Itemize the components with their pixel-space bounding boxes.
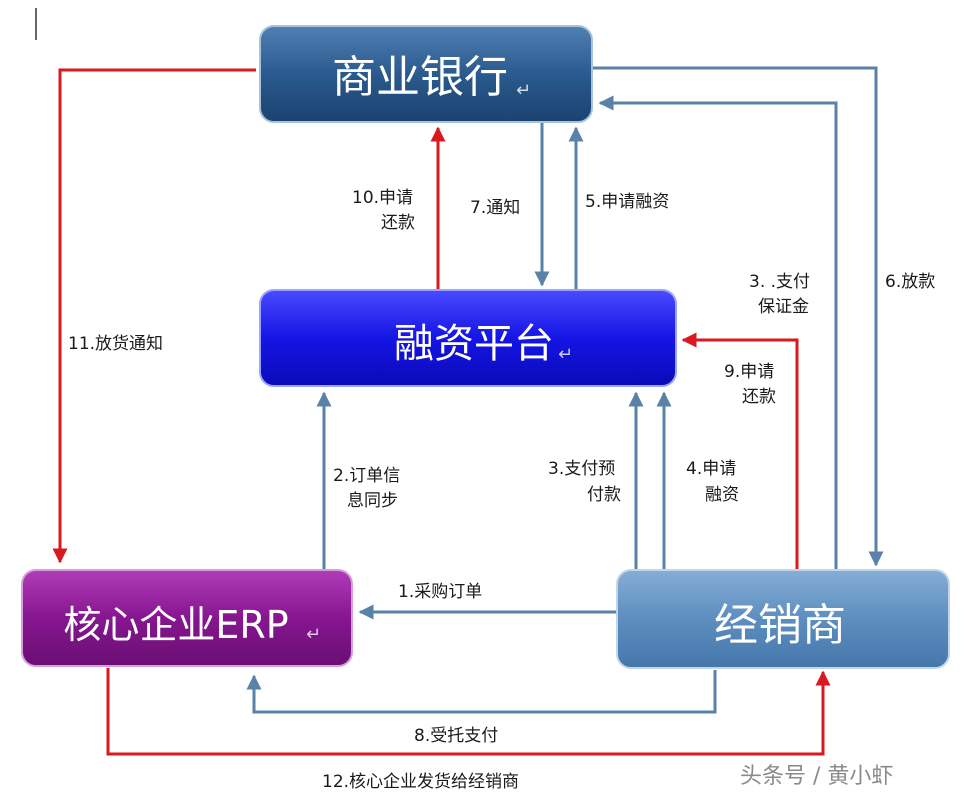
node-platform-label: 融资平台 <box>394 321 554 367</box>
edge-3a-label-2: 付款 <box>587 485 621 505</box>
edge-4-label-1: 4.申请 <box>686 459 736 479</box>
edge-2-label-1: 2.订单信 <box>333 466 400 486</box>
edge-3b-label-2: 保证金 <box>758 297 809 317</box>
edge-6-label: 6.放款 <box>885 272 935 292</box>
edge-11-label: 11.放货通知 <box>68 334 163 354</box>
node-dealer: 经销商 <box>616 569 950 669</box>
edge-12-line <box>106 668 831 756</box>
edge-7-label: 7.通知 <box>470 198 520 218</box>
node-dealer-box <box>616 569 950 669</box>
edge-3a-label-1: 3.支付预 <box>548 459 615 479</box>
edge-9-line <box>681 332 799 570</box>
edge-8-label: 8.受托支付 <box>414 726 498 746</box>
edge-2-label-2: 息同步 <box>347 491 398 511</box>
node-platform: 融资平台 ↵ <box>259 289 677 387</box>
edge-10-label-1: 10.申请 <box>352 188 413 208</box>
node-erp-label: 核心企业ERP <box>63 603 288 647</box>
node-erp: 核心企业ERP ↵ <box>21 569 353 667</box>
node-dealer-label: 经销商 <box>714 600 846 651</box>
edge-6-line <box>593 66 884 567</box>
edge-9-label-2: 还款 <box>742 387 776 407</box>
edge-4-label-2: 融资 <box>705 485 739 505</box>
return-mark: ↵ <box>516 80 531 101</box>
edge-1-label: 1.采购订单 <box>398 582 482 602</box>
edge-3b-label-1: 3. .支付 <box>749 272 810 292</box>
edge-9-label-1: 9.申请 <box>724 362 774 382</box>
connectors <box>52 66 884 756</box>
node-bank-box <box>259 25 593 123</box>
edge-10-label-2: 还款 <box>381 213 415 233</box>
return-mark: ↵ <box>306 624 321 645</box>
node-platform-box <box>259 289 677 387</box>
node-bank-label: 商业银行 <box>332 52 508 103</box>
edge-8-line <box>246 670 717 714</box>
edge-12-label: 12.核心企业发货给经销商 <box>322 772 519 792</box>
node-erp-box <box>21 569 353 667</box>
watermark: 头条号 / 黄小虾 <box>740 764 893 789</box>
edge-11-line <box>52 68 256 564</box>
node-bank: 商业银行 ↵ <box>259 25 593 123</box>
edge-labels: 1.采购订单 2.订单信 息同步 3.支付预 付款 4.申请 融资 5.申请融资… <box>68 188 935 792</box>
edge-3b-line <box>598 95 838 570</box>
return-mark: ↵ <box>558 344 573 365</box>
edge-5-label: 5.申请融资 <box>585 192 669 212</box>
